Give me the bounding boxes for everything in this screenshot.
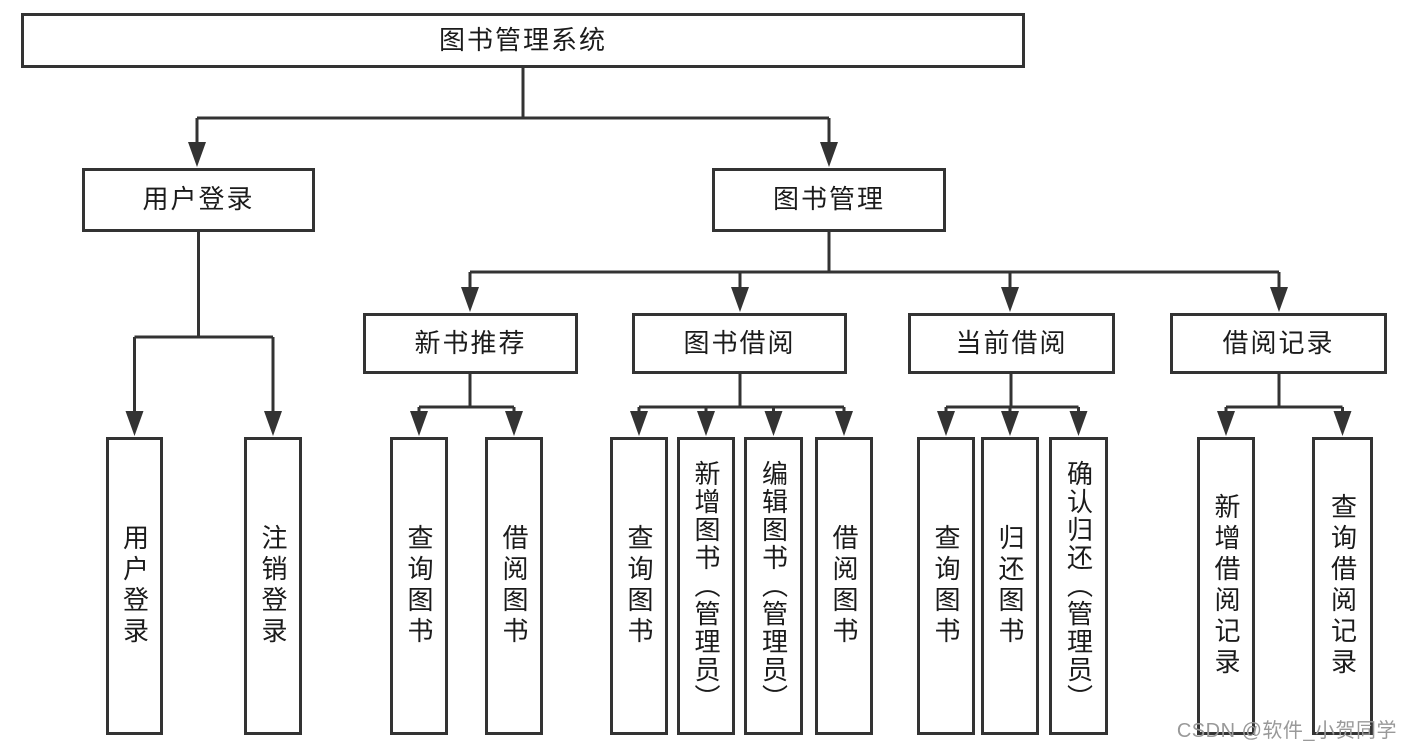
- node-user-login-leaf-label: 用户登录: [119, 524, 150, 648]
- node-library-system: 图书管理系统: [21, 13, 1025, 68]
- node-cb-query-books-label: 查询图书: [931, 524, 961, 648]
- node-cb-confirm-return-admin: 确认归还（管理员）: [1049, 437, 1108, 735]
- node-current-borrow: 当前借阅: [908, 313, 1115, 374]
- node-bb-query-books: 查询图书: [610, 437, 668, 735]
- node-cb-return-books-label: 归还图书: [995, 524, 1025, 648]
- node-bb-edit-books-admin-label: 编辑图书（管理员）: [758, 460, 789, 712]
- node-logout: 注销登录: [244, 437, 302, 735]
- node-bb-borrow-books: 借阅图书: [815, 437, 873, 735]
- watermark-text: CSDN @软件_小贺同学: [1176, 720, 1397, 742]
- node-bb-add-books-admin: 新增图书（管理员）: [677, 437, 735, 735]
- node-user-login: 用户登录: [82, 168, 315, 232]
- node-bb-add-books-admin-label: 新增图书（管理员）: [691, 460, 721, 712]
- node-bb-borrow-books-label: 借阅图书: [829, 524, 859, 648]
- node-book-management: 图书管理: [712, 168, 946, 232]
- connector-arrowheads: [125, 142, 1352, 436]
- node-br-query-record-label: 查询借阅记录: [1327, 493, 1358, 679]
- node-borrow-records: 借阅记录: [1170, 313, 1387, 374]
- node-nb-borrow-books-label: 借阅图书: [499, 524, 529, 648]
- node-bb-query-books-label: 查询图书: [624, 524, 654, 648]
- node-user-login-leaf: 用户登录: [106, 437, 163, 735]
- node-new-book-recommend: 新书推荐: [363, 313, 578, 374]
- node-br-add-record-label: 新增借阅记录: [1211, 493, 1241, 679]
- node-br-query-record: 查询借阅记录: [1312, 437, 1373, 735]
- node-book-borrow: 图书借阅: [632, 313, 847, 374]
- node-bb-edit-books-admin: 编辑图书（管理员）: [744, 437, 803, 735]
- connector-stems: [133, 68, 1344, 418]
- node-br-add-record: 新增借阅记录: [1197, 437, 1255, 735]
- node-nb-query-books: 查询图书: [390, 437, 448, 735]
- node-cb-confirm-return-admin-label: 确认归还（管理员）: [1063, 460, 1094, 712]
- node-nb-borrow-books: 借阅图书: [485, 437, 543, 735]
- node-nb-query-books-label: 查询图书: [404, 524, 434, 648]
- node-logout-label: 注销登录: [258, 524, 288, 648]
- node-cb-query-books: 查询图书: [917, 437, 975, 735]
- node-cb-return-books: 归还图书: [981, 437, 1039, 735]
